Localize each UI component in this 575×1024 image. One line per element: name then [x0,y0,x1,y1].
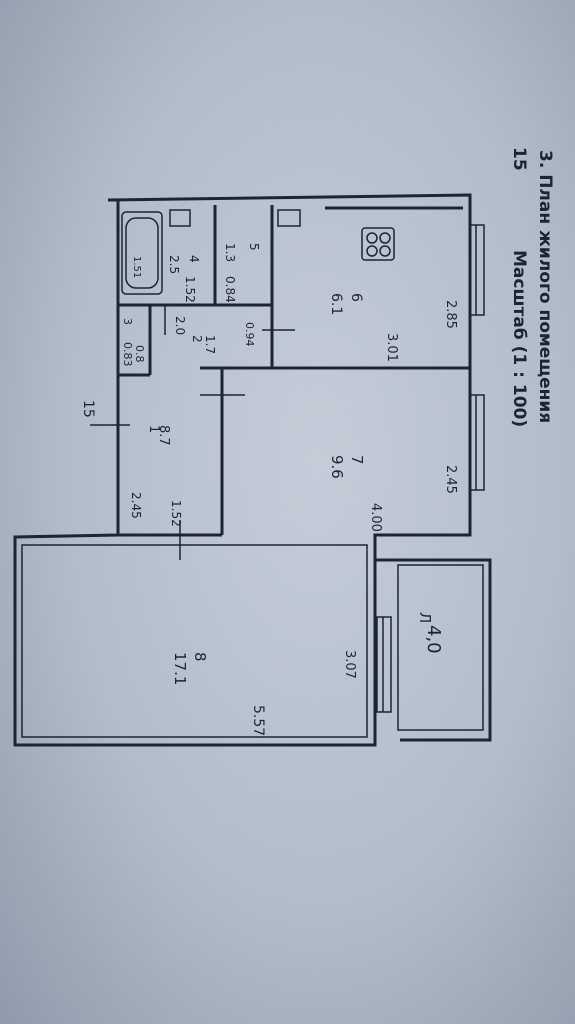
stove-burner-icon [366,232,378,244]
dim-kitchen-length: 3.01 [384,333,399,362]
stove-burner-icon [379,232,391,244]
sink-bath [169,209,191,227]
room-6-number: 6 [348,293,364,302]
room-2-area: 1.7 [203,335,217,354]
sink-kitchen [277,209,301,227]
dim-room8-width: 3.07 [342,650,357,679]
window-kitchen [469,224,485,316]
bathtub [121,211,163,295]
tub-dimension: 1.51 [131,256,142,278]
page-number: 15 [509,147,529,171]
bathtub-inner [125,217,159,289]
room-5-number: 5 [247,243,261,251]
window-room8 [376,616,392,713]
room-4-number: 4 [187,255,201,263]
dim-wc-width-b: 0.94 [243,322,256,347]
loggia-wall [375,558,492,742]
outer-wall [13,193,472,747]
dim-wc-width: 0.84 [223,276,237,303]
outer-wall-inner [21,544,368,738]
loggia-inner [397,564,484,731]
dim-bath-length: 1.52 [183,276,197,303]
room-8-area: 17.1 [171,652,189,685]
dim-hall-width: 2.45 [129,492,143,519]
dim-bath-width: 2.0 [173,316,187,335]
room-3-area: 0.8 [133,345,146,363]
room-6-area: 6.1 [328,293,344,315]
room-7-number: 7 [348,455,366,465]
stove-burner-icon [379,245,391,257]
dim-wall-mark: 15 [80,400,96,418]
loggia-label: Л [416,612,434,623]
loggia-area: 4,0 [423,625,444,654]
room-7-area: 9.6 [328,455,346,479]
room-1-number: 1 [146,425,161,433]
dim-room7-width: 2.45 [443,465,458,494]
window-room7 [469,394,485,491]
room-5-area: 1.3 [223,243,237,262]
room-3-number: 3 [121,318,134,325]
dim-kitchen-width: 2.85 [443,300,458,329]
room-2-number: 2 [190,335,204,343]
stove [361,227,395,261]
room-8-number: 8 [191,652,209,662]
room-1-area: 8.7 [156,425,171,446]
stove-burner-icon [366,245,378,257]
dim-niche: 0.83 [121,342,134,367]
plan-title: 3. План жилого помещения [535,150,555,423]
plan-scale: Масштаб (1 : 100) [509,250,529,427]
dim-room7-length: 4.00 [368,503,383,532]
room-4-area: 2.5 [167,255,181,274]
dim-hall-length: 1.52 [169,500,183,527]
dim-room8-length: 5.57 [250,705,266,736]
